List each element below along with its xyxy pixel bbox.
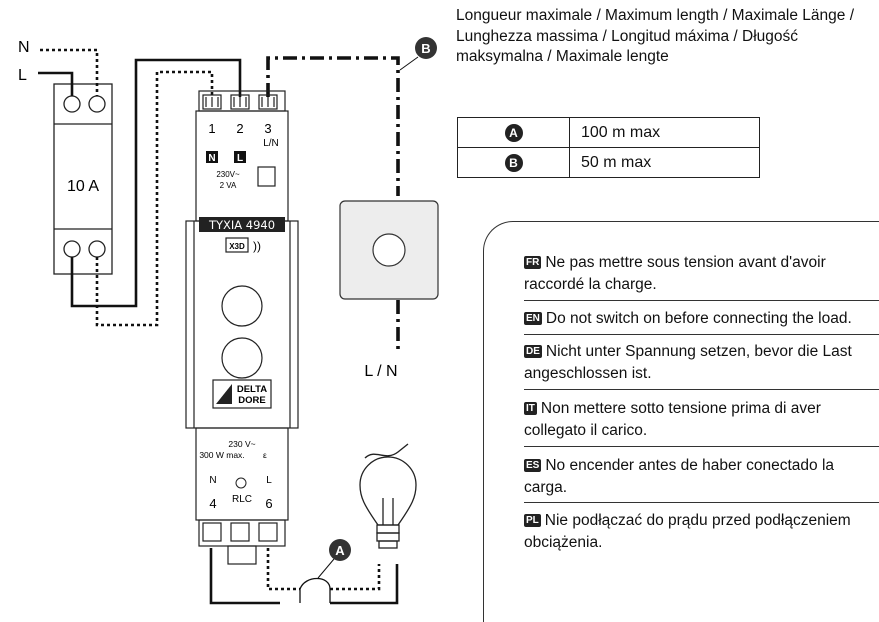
supply-rating-1: 230V~ xyxy=(216,170,240,179)
cable-loop xyxy=(299,577,331,603)
marker-a-badge: A xyxy=(504,123,523,142)
marker-a: A xyxy=(335,543,345,558)
load-n-label: N xyxy=(209,475,216,486)
terminal-4-number: 4 xyxy=(209,496,216,511)
terminal-3-number: 3 xyxy=(264,121,271,136)
load-type: RLC xyxy=(232,494,252,505)
max-length-title: Longueur maximale / Maximum length / Max… xyxy=(456,7,855,65)
length-a-value: 100 m max xyxy=(569,117,760,148)
marker-b: B xyxy=(421,41,430,56)
brand-logo: DELTA DORE xyxy=(212,379,272,409)
light-bulb-icon xyxy=(359,456,417,549)
warning-panel xyxy=(483,221,879,622)
svg-text:DORE: DORE xyxy=(238,395,265,406)
push-button xyxy=(339,200,439,300)
terminal-n-label: N xyxy=(208,153,215,164)
load-rating-2: 300 W max. xyxy=(199,450,244,460)
wiring-diagram: N L 10 A 1 2 3 N xyxy=(18,37,439,605)
load-rating-1: 230 V~ xyxy=(228,439,255,449)
breaker-n-label: N xyxy=(18,39,30,56)
terminal-ln-label: L/N xyxy=(263,138,279,149)
terminal-6-number: 6 xyxy=(265,496,272,511)
neutral-wires xyxy=(40,48,381,591)
protocol-logo: X3D xyxy=(229,242,245,251)
supply-rating-2: 2 VA xyxy=(220,181,237,190)
lamp-symbol-icon xyxy=(235,477,247,489)
marker-b-badge: B xyxy=(504,153,523,172)
switch-ln-label: L / N xyxy=(364,363,397,380)
terminal-l-label: L xyxy=(237,153,243,164)
table-row: B 50 m max xyxy=(457,147,760,178)
breaker-rating: 10 A xyxy=(67,178,99,195)
max-length-table: A 100 m max B 50 m max xyxy=(457,117,760,178)
terminal-1-number: 1 xyxy=(208,121,215,136)
wire-b xyxy=(266,56,400,352)
load-rating-3: ε xyxy=(263,450,267,460)
radio-waves-icon: )) xyxy=(253,239,261,253)
length-b-value: 50 m max xyxy=(569,147,760,178)
terminal-2-number: 2 xyxy=(236,121,243,136)
table-row: A 100 m max xyxy=(457,117,760,148)
live-wires xyxy=(38,58,399,605)
load-l-label: L xyxy=(266,475,272,486)
dimmer-symbol-icon xyxy=(364,443,409,459)
breaker-l-label: L xyxy=(18,67,27,84)
module-model: TYXIA 4940 xyxy=(208,218,275,232)
svg-text:DELTA: DELTA xyxy=(237,384,267,395)
